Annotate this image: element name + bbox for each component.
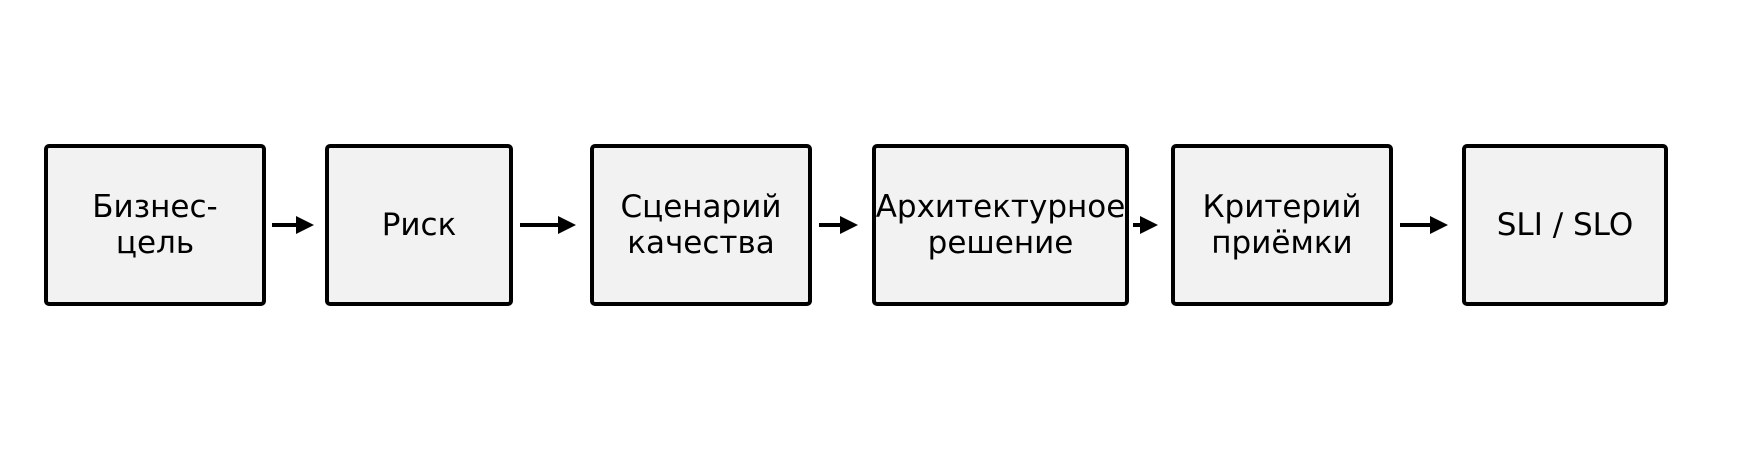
node-label: Риск (381, 207, 457, 243)
arrow-business-goal-to-risk (272, 216, 314, 234)
node-label: SLI / SLO (1496, 207, 1634, 243)
node-acceptance-criterion: Критерий приёмки (1171, 144, 1393, 306)
node-sli-slo: SLI / SLO (1462, 144, 1668, 306)
arrow-risk-to-quality-scenario (520, 216, 576, 234)
node-architecture-decision: Архитектурное решение (872, 144, 1129, 306)
node-business-goal: Бизнес- цель (44, 144, 266, 306)
arrow-quality-scenario-to-architecture-decision (819, 216, 858, 234)
arrow-acceptance-criterion-to-sli-slo (1400, 216, 1448, 234)
node-label: Критерий приёмки (1202, 189, 1362, 261)
node-label: Бизнес- цель (92, 189, 218, 261)
node-label: Сценарий качества (620, 189, 782, 261)
arrow-architecture-decision-to-acceptance-criterion (1133, 216, 1158, 234)
node-label: Архитектурное решение (875, 189, 1126, 261)
node-risk: Риск (325, 144, 513, 306)
node-quality-scenario: Сценарий качества (590, 144, 812, 306)
